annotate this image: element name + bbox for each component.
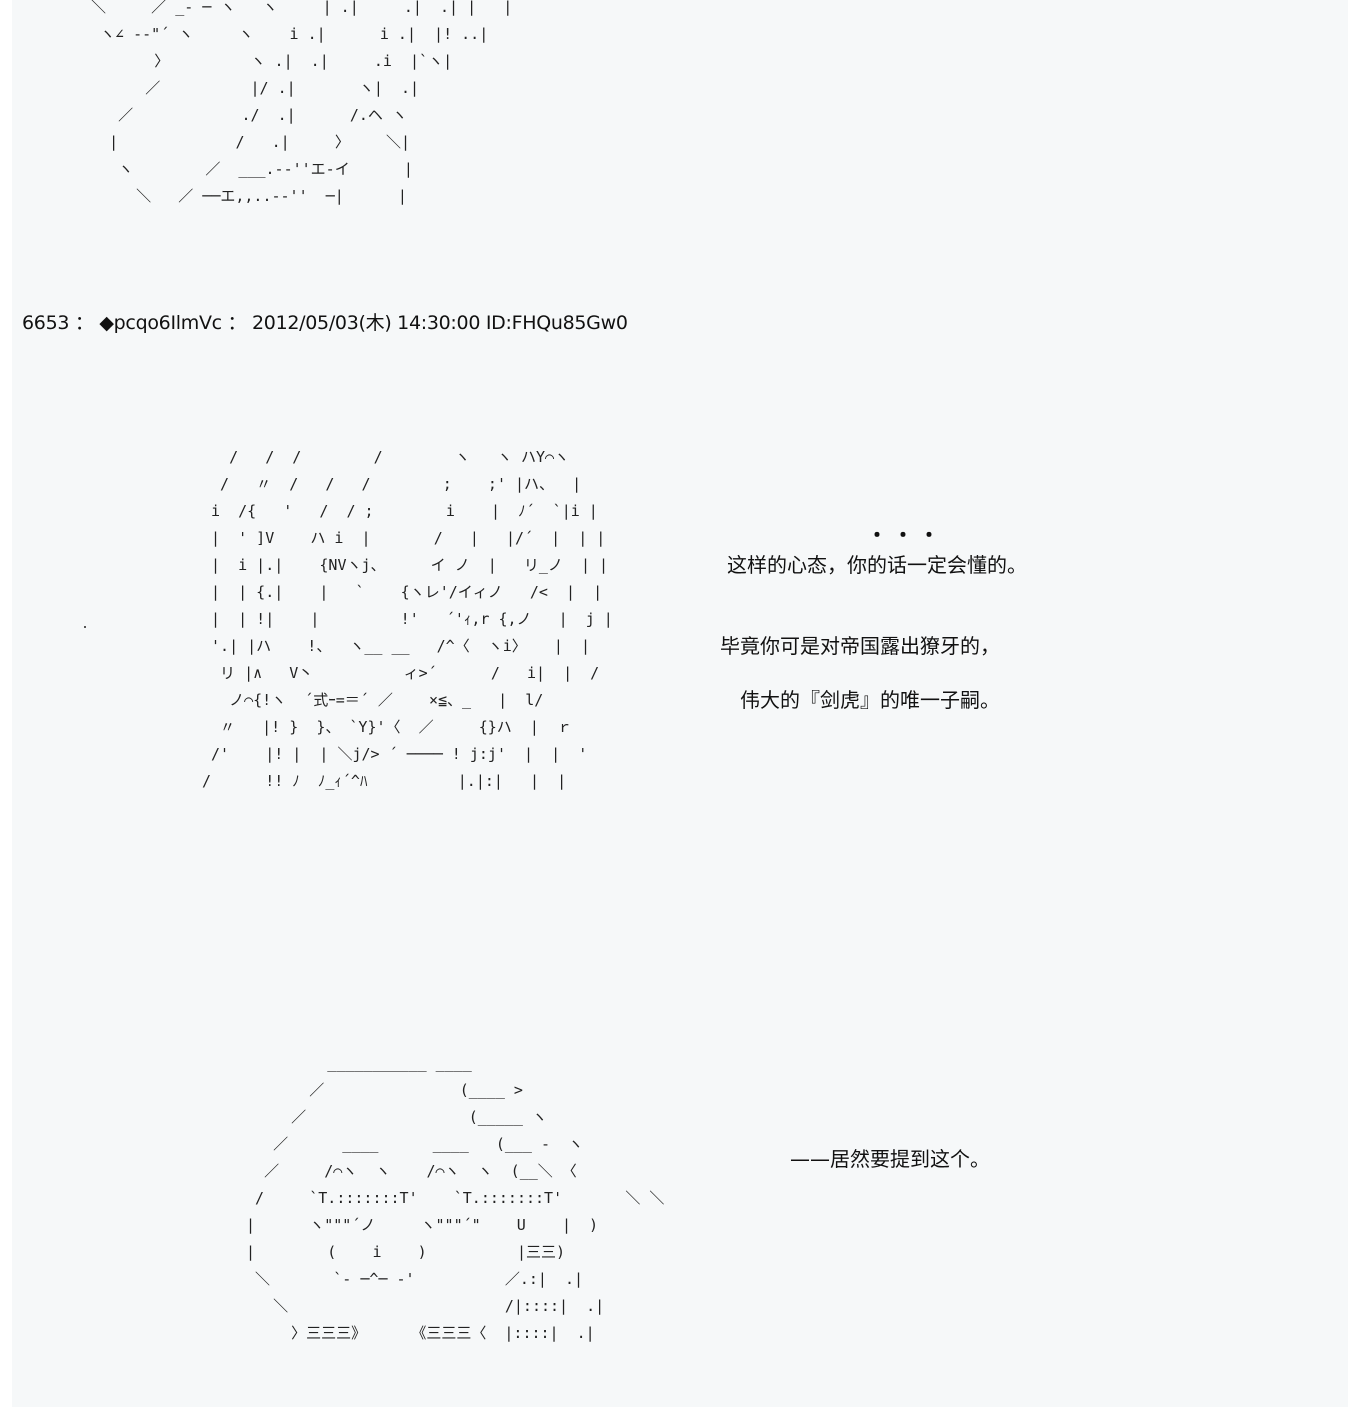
dialogue-line: 伟大的『剑虎』的唯一子嗣。 [740,688,1000,712]
dialogue-line: 这样的心态，你的话一定会懂的。 [727,553,1027,577]
poster-id[interactable]: ID:FHQu85Gw0 [485,312,628,334]
ascii-art-figure-top: ＼ ／ _- ─ ヽ ヽ | .| .| .| | | ヽ∠ -‐"´ ヽ ヽ … [91,0,513,205]
dialogue-line: 毕竟你可是对帝国露出獠牙的， [720,634,1000,658]
ascii-art-character-portrait: / / / / ヽ ヽ ハY⌒ヽ / 〃 / / / ; ;' |ハ、 | i … [202,448,613,790]
ascii-art-shocked-character: ___________ ____ ／ (____ > ／ (_____ ヽ ／ … [246,1054,665,1342]
poster-trip: ◆pcqo6IlmVc [99,312,222,334]
art-speck [84,626,86,628]
post-number[interactable]: 6653 [22,312,70,334]
dialogue-ellipsis: ・・・ [867,523,945,547]
post-separator: ： [227,312,247,334]
thread-page: ＼ ／ _- ─ ヽ ヽ | .| .| .| | | ヽ∠ -‐"´ ヽ ヽ … [12,0,1348,1407]
post-separator: ： [74,312,94,334]
post-datetime: 2012/05/03(木) 14:30:00 [252,312,481,334]
dialogue-line: ——居然要提到这个。 [790,1147,990,1171]
post-header: 6653 ： ◆pcqo6IlmVc ： 2012/05/03(木) 14:30… [22,311,628,335]
